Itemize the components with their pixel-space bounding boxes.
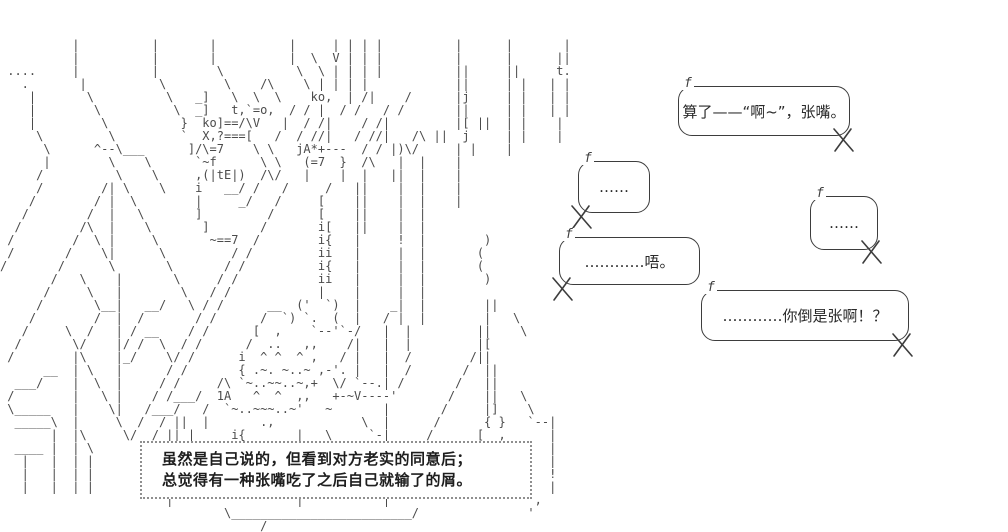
speech-bubble-2-text: …… bbox=[599, 178, 629, 196]
bubble-corner-glyph: f bbox=[582, 151, 594, 166]
bubble-tail-icon bbox=[890, 332, 916, 362]
speech-bubble-1-text: 算了——“啊~”，张嘴。 bbox=[682, 102, 846, 121]
speech-bubble-3: f …… bbox=[810, 187, 882, 264]
bubble-corner-glyph: f bbox=[705, 280, 717, 295]
speech-bubble-2: f …… bbox=[571, 152, 650, 229]
speech-bubble-5: f …………你倒是张啊！？ bbox=[701, 281, 913, 357]
narration-box: 虽然是自己说的，但看到对方老实的同意后； 总觉得有一种张嘴吃了之后自己就输了的屑… bbox=[140, 441, 532, 499]
bubble-corner-glyph: f bbox=[814, 186, 826, 201]
bubble-tail-icon bbox=[569, 204, 595, 234]
speech-bubble-3-text: …… bbox=[829, 214, 859, 232]
narration-line-1: 虽然是自己说的，但看到对方老实的同意后； bbox=[162, 450, 473, 468]
bubble-tail-icon bbox=[859, 239, 885, 269]
speech-bubble-1: f 算了——“啊~”，张嘴。 bbox=[678, 77, 854, 152]
bubble-tail-icon bbox=[550, 276, 576, 306]
narration-line-2: 总觉得有一种张嘴吃了之后自己就输了的屑。 bbox=[162, 471, 473, 489]
bubble-corner-glyph: f bbox=[682, 76, 694, 91]
speech-bubble-4-text: …………唔。 bbox=[584, 252, 675, 271]
speech-bubble-4: f …………唔。 bbox=[552, 228, 700, 301]
bubble-corner-glyph: f bbox=[563, 227, 575, 242]
speech-bubble-5-text: …………你倒是张啊！？ bbox=[722, 307, 888, 325]
bubble-tail-icon bbox=[831, 127, 857, 157]
